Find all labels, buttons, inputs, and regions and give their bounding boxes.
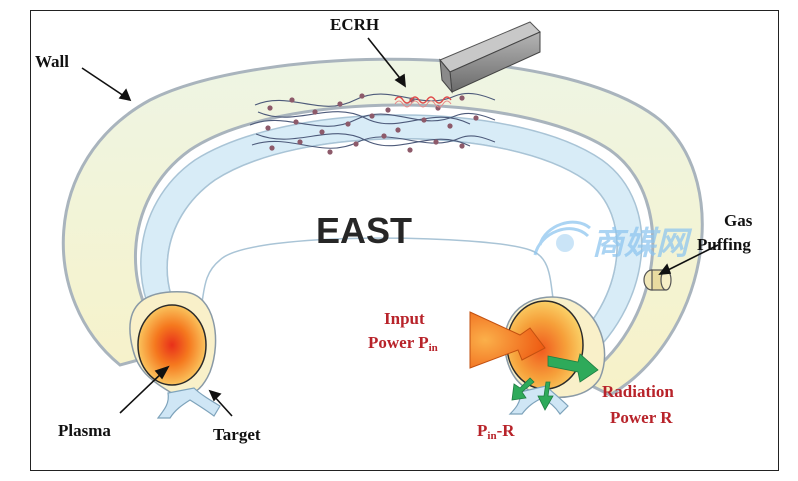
gas-puffing-label-1: Gas [724, 211, 753, 230]
watermark-text: 商媒网 [592, 224, 693, 262]
gas-valve-icon [643, 269, 672, 291]
plasma-label: Plasma [58, 421, 111, 440]
input-power-arrow [469, 311, 546, 369]
target-label: Target [213, 425, 261, 444]
waveguide-icon [439, 21, 541, 94]
ecrh-wave [394, 96, 452, 104]
particles [265, 93, 479, 155]
vessel-wall [61, 57, 704, 397]
radiation-label-2: Power R [610, 408, 673, 427]
wall-label: Wall [35, 52, 69, 71]
diagram-title: EAST [316, 210, 412, 251]
divertor-left [156, 387, 221, 419]
left-cross-section [129, 291, 221, 419]
watermark: 商媒网 [533, 220, 693, 262]
input-power-label-1: Input [384, 309, 425, 328]
ecrh-label: ECRH [330, 15, 379, 34]
leader-lines [81, 37, 719, 417]
pin-minus-r-label: Pin-R [477, 421, 515, 442]
radiation-label-1: Radiation [602, 382, 674, 401]
gas-puffing-label-2: Puffing [697, 235, 751, 254]
swirl-logo-icon [533, 220, 591, 256]
torus-hole [166, 138, 618, 352]
plasma-left [137, 304, 207, 386]
input-power-label-2: Power Pin [368, 333, 438, 354]
radiation-arrows [511, 353, 599, 411]
